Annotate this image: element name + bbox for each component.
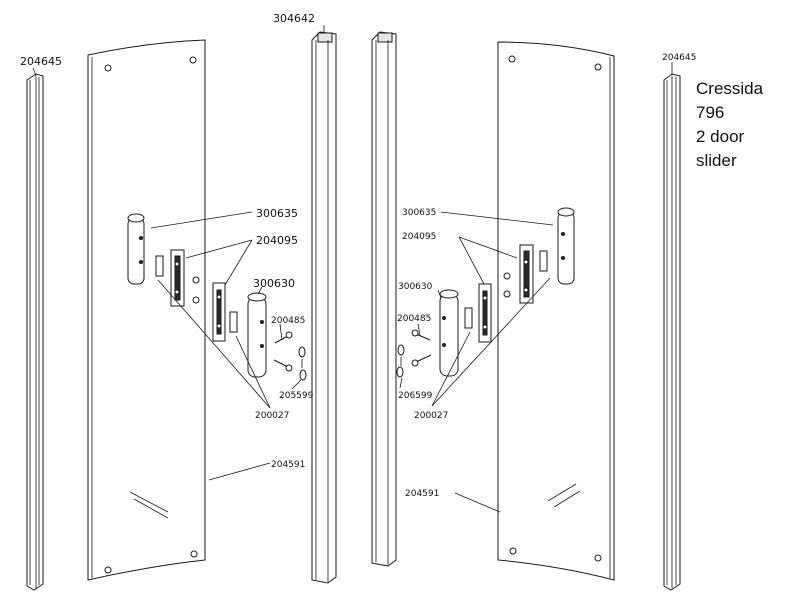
label-guide-left: 300630 (253, 277, 295, 290)
label-washer-right: 206599 (398, 391, 433, 401)
label-gasket-right: 200027 (414, 411, 448, 421)
right-roller-part (557, 207, 575, 285)
left-guide-part (247, 292, 267, 378)
right-guide-part (439, 289, 459, 377)
center-post-right (371, 31, 397, 567)
label-screw-right: 200485 (397, 314, 431, 324)
label-bracket-right: 204095 (402, 232, 436, 242)
left-side-profile (26, 73, 44, 591)
model-doors: 2 door (696, 127, 745, 146)
label-gasket-left: 200027 (255, 411, 289, 421)
left-glass-holes (192, 276, 200, 304)
left-upper-bracket (155, 249, 185, 307)
label-screw-left: 200485 (271, 316, 305, 326)
right-lower-bracket (464, 283, 492, 343)
label-profile-left: 204645 (20, 55, 62, 68)
center-post-left (311, 31, 337, 584)
right-glass-panel (497, 41, 615, 581)
label-center-post: 304642 (273, 12, 315, 25)
label-glass-left: 204591 (271, 460, 305, 470)
model-type: slider (696, 151, 737, 170)
left-roller-part (127, 213, 145, 285)
right-screws (411, 329, 432, 367)
label-washer-left: 205599 (279, 391, 314, 401)
leader-lines (32, 25, 673, 513)
right-upper-bracket (519, 244, 548, 304)
left-washers (298, 346, 307, 381)
label-guide-right: 300630 (398, 282, 433, 292)
label-profile-right: 204645 (662, 53, 696, 63)
left-screws (273, 331, 293, 372)
model-number: 796 (696, 103, 724, 122)
label-roller-right: 300635 (402, 208, 436, 218)
left-glass-panel (87, 39, 206, 581)
model-name: Cressida (696, 79, 764, 98)
label-bracket-left: 204095 (256, 234, 298, 247)
right-glass-holes (503, 272, 511, 298)
label-glass-right: 204591 (405, 489, 439, 499)
right-washers (396, 344, 405, 378)
right-side-profile (663, 73, 681, 591)
left-lower-bracket (212, 282, 238, 342)
label-roller-left: 300635 (256, 207, 298, 220)
